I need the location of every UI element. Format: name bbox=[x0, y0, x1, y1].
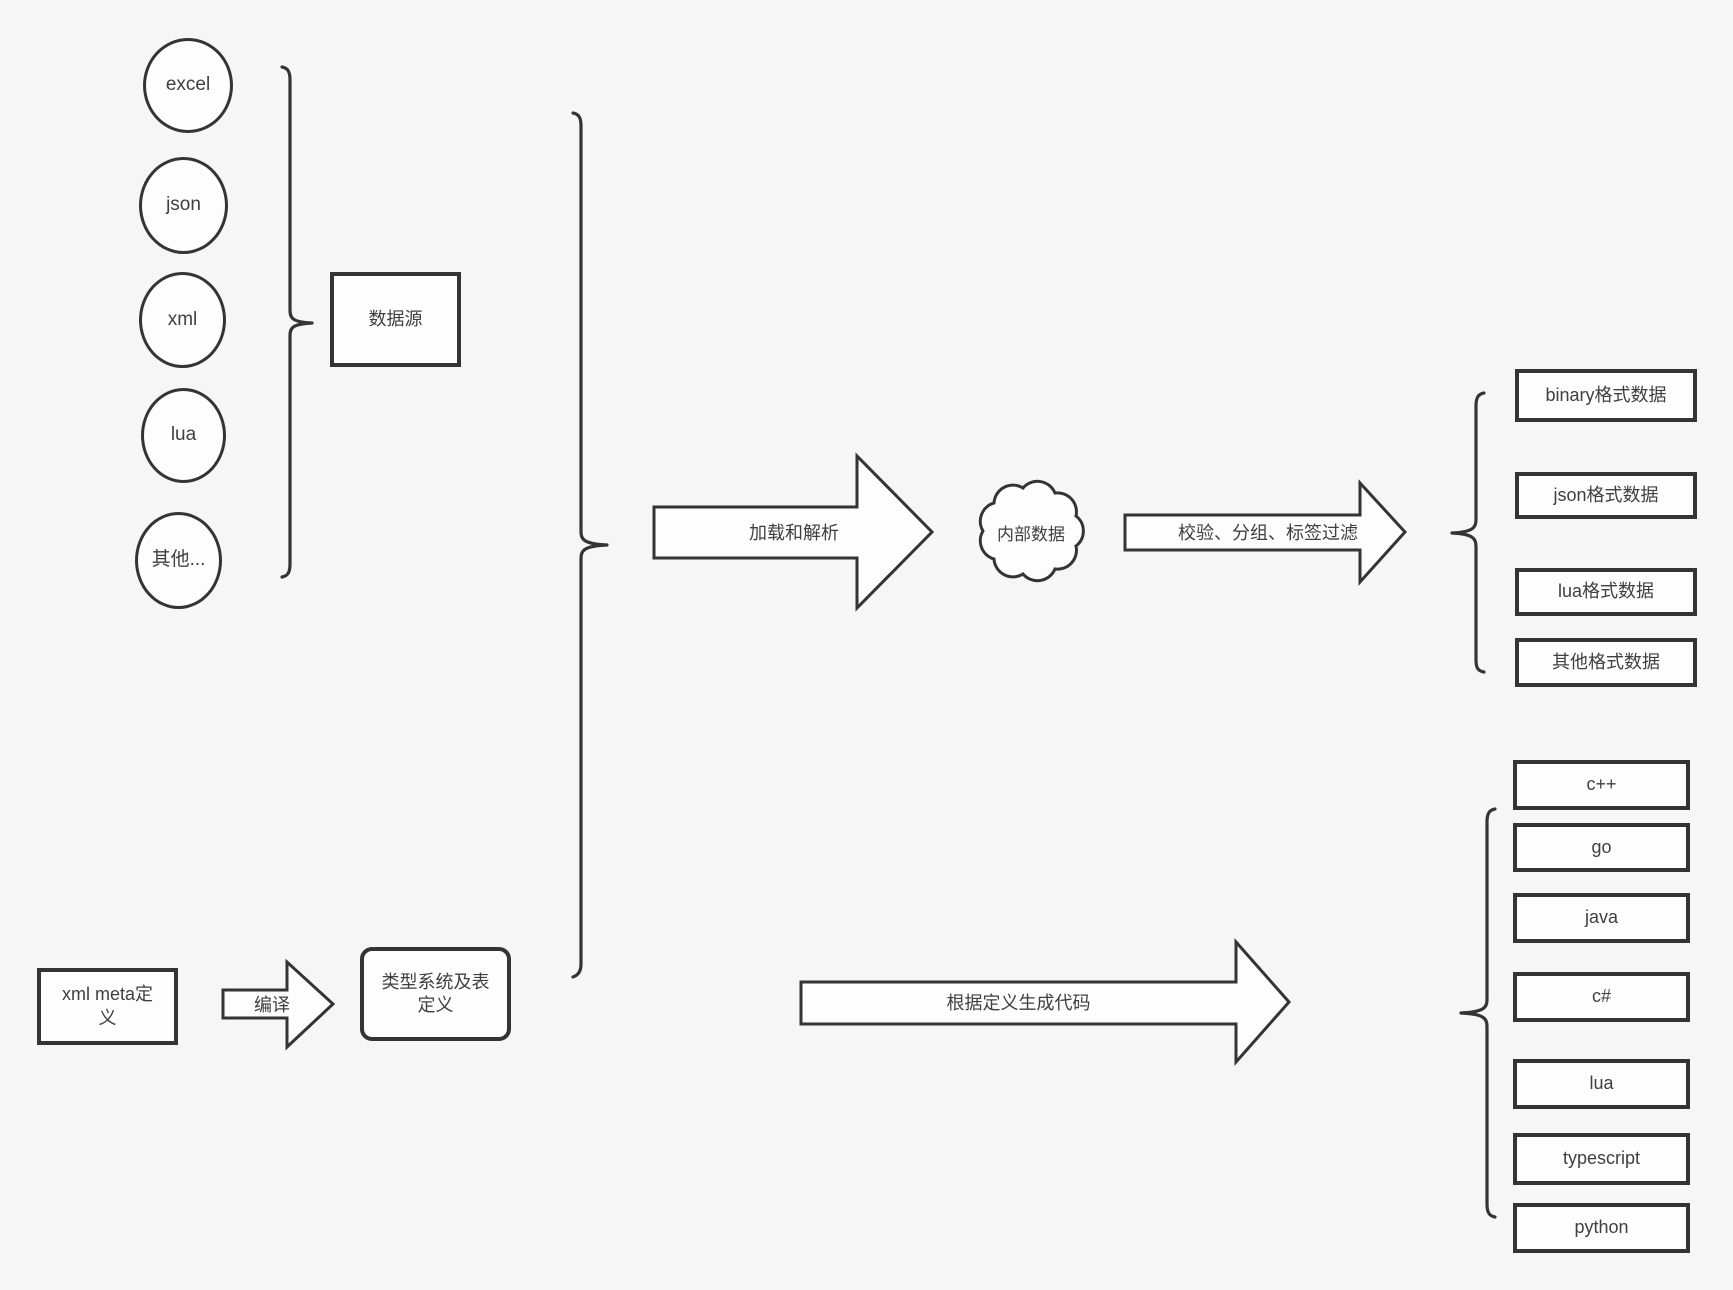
left-main-brace bbox=[571, 111, 609, 979]
language-box-label: typescript bbox=[1562, 1148, 1641, 1169]
source-node-label: lua bbox=[170, 424, 197, 446]
source-node-label: xml bbox=[167, 308, 198, 330]
language-box-go: go bbox=[1513, 823, 1690, 872]
language-box-typescript: typescript bbox=[1513, 1133, 1690, 1185]
source-node-label: json bbox=[166, 194, 201, 216]
format-box-binary: binary格式数据 bbox=[1515, 369, 1697, 422]
source-node-json: json bbox=[139, 157, 228, 254]
source-node-xml: xml bbox=[139, 272, 226, 368]
languages-brace bbox=[1459, 807, 1497, 1219]
language-box-label: go bbox=[1591, 836, 1612, 857]
format-box-label: json格式数据 bbox=[1553, 484, 1659, 505]
filter-arrow bbox=[1123, 479, 1408, 586]
formats-brace bbox=[1450, 391, 1486, 674]
language-box-lua: lua bbox=[1513, 1059, 1690, 1109]
format-box-lua: lua格式数据 bbox=[1515, 568, 1697, 616]
sources-brace bbox=[280, 65, 314, 579]
format-box-other: 其他格式数据 bbox=[1515, 638, 1697, 687]
language-box-label: c# bbox=[1591, 986, 1611, 1007]
language-box-label: python bbox=[1574, 1217, 1629, 1238]
source-node-excel: excel bbox=[143, 38, 233, 133]
type-system-label: 类型系统及表定义 bbox=[381, 971, 490, 1015]
data-source-group-box: 数据源 bbox=[330, 272, 461, 367]
language-box-csharp: c# bbox=[1513, 972, 1690, 1022]
type-system-box: 类型系统及表定义 bbox=[360, 947, 511, 1041]
data-source-group-label: 数据源 bbox=[368, 308, 423, 329]
load-parse-arrow bbox=[652, 452, 935, 612]
xml-meta-definition-box: xml meta定义 bbox=[37, 968, 178, 1045]
source-node-label: 其他... bbox=[151, 549, 206, 571]
compile-arrow bbox=[221, 958, 336, 1051]
language-box-python: python bbox=[1513, 1203, 1690, 1253]
language-box-label: lua bbox=[1589, 1073, 1614, 1094]
internal-data-cloud bbox=[978, 479, 1085, 583]
source-node-lua: lua bbox=[141, 388, 226, 483]
source-node-label: excel bbox=[165, 74, 211, 96]
format-box-label: binary格式数据 bbox=[1545, 384, 1667, 405]
language-box-label: c++ bbox=[1586, 774, 1617, 795]
language-box-cpp: c++ bbox=[1513, 760, 1690, 810]
language-box-label: java bbox=[1584, 907, 1619, 928]
format-box-label: lua格式数据 bbox=[1557, 581, 1655, 602]
source-node-other: 其他... bbox=[135, 512, 222, 609]
format-box-label: 其他格式数据 bbox=[1552, 651, 1660, 672]
codegen-arrow bbox=[799, 938, 1292, 1066]
language-box-java: java bbox=[1513, 893, 1690, 943]
xml-meta-definition-label: xml meta定义 bbox=[61, 984, 153, 1028]
format-box-json: json格式数据 bbox=[1515, 472, 1697, 519]
